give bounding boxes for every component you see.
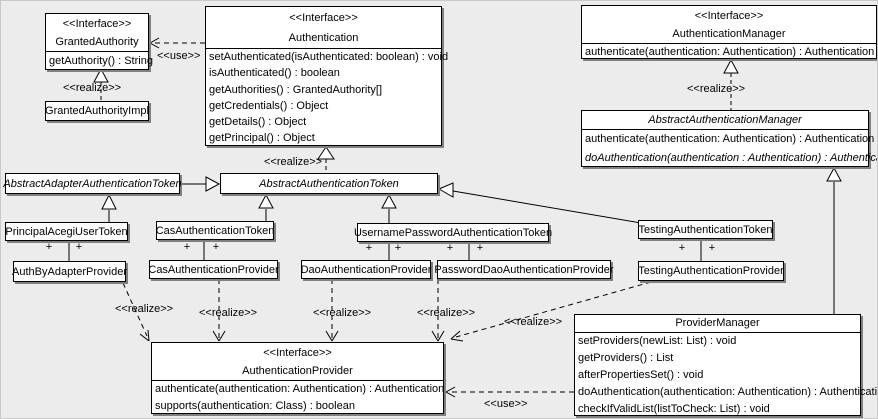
class-name: GrantedAuthority	[55, 36, 139, 48]
class-name: AbstractAdapterAuthenticationToken	[3, 177, 182, 190]
class-name: Authentication	[288, 32, 359, 44]
edge-gen-testingtoken	[452, 190, 642, 224]
hollow-triangle-icon	[101, 193, 117, 210]
class-abstract-adapter-authentication-token[interactable]: AbstractAdapterAuthenticationToken	[3, 173, 182, 194]
realize-stereotype-label: <<realize>>	[313, 307, 372, 319]
stereotype: <<Interface>>	[694, 10, 764, 22]
association-end-plus: +	[708, 242, 716, 254]
realize-stereotype-label: <<realize>>	[264, 156, 323, 168]
class-name: ProviderManager	[575, 315, 860, 333]
class-provider-manager[interactable]: ProviderManager setProviders(newList: Li…	[574, 314, 878, 416]
method: authenticate(authentication: Authenticat…	[585, 46, 875, 58]
association-end-plus: +	[476, 242, 484, 254]
method: getDetails() : Object	[209, 116, 307, 129]
association-end-plus: +	[365, 242, 373, 254]
class-name: AuthByAdapterProvider	[12, 265, 127, 278]
use-stereotype-label: <<use>>	[484, 398, 528, 410]
class-name: GrantedAuthorityImpl	[45, 105, 149, 117]
class-dao-authentication-provider[interactable]: DaoAuthenticationProvider	[301, 260, 431, 279]
class-testing-authentication-provider[interactable]: TestingAuthenticationProvider	[638, 261, 784, 281]
method: getCredentials() : Object	[209, 99, 329, 112]
method: getAuthority() : String	[49, 55, 153, 67]
class-testing-authentication-token[interactable]: TestingAuthenticationToken	[638, 220, 773, 239]
hollow-triangle-icon	[437, 182, 454, 198]
method: getProviders() : List	[578, 352, 674, 364]
class-name: AbstractAuthenticationManager	[582, 111, 868, 130]
class-name: AuthenticationProvider	[242, 365, 353, 377]
method: authenticate(authentication: Authenticat…	[585, 133, 875, 145]
open-arrow-icon	[444, 386, 456, 398]
class-abstract-authentication-manager[interactable]: AbstractAuthenticationManager authentica…	[581, 110, 878, 167]
realize-stereotype-label: <<realize>>	[115, 303, 174, 315]
open-arrow-icon	[148, 37, 160, 49]
class-password-dao-authentication-provider[interactable]: PasswordDaoAuthenticationProvider	[434, 260, 614, 279]
open-arrow-icon	[212, 330, 226, 342]
hollow-triangle-icon	[258, 193, 274, 209]
class-name: TestingAuthenticationProvider	[638, 265, 784, 277]
class-abstract-authentication-token[interactable]: AbstractAuthenticationToken	[220, 173, 438, 194]
method: supports(authentication: Class) : boolea…	[155, 400, 355, 412]
class-name: TestingAuthenticationToken	[638, 223, 773, 236]
method: doAuthentication(authentication: Authent…	[578, 386, 878, 398]
class-name: AuthenticationManager	[672, 28, 786, 40]
open-arrow-icon	[450, 330, 464, 342]
class-header: <<Interface>> Authentication	[206, 7, 441, 49]
class-authentication[interactable]: <<Interface>> Authentication setAuthenti…	[205, 6, 449, 146]
stereotype: <<Interface>>	[263, 347, 332, 359]
class-name: UsernamePasswordAuthenticationToken	[353, 226, 553, 239]
method: doAuthentication(authentication : Authen…	[585, 151, 878, 164]
method: setAuthenticated(isAuthenticated: boolea…	[209, 51, 449, 63]
class-name: PasswordDaoAuthenticationProvider	[434, 263, 614, 276]
class-name: AbstractAuthenticationToken	[259, 177, 399, 190]
hollow-triangle-icon	[93, 67, 109, 83]
association-end-plus: +	[183, 241, 191, 253]
association-end-plus: +	[75, 241, 83, 253]
realize-stereotype-label: <<realize>>	[687, 83, 746, 95]
method: authenticate(authentication: Authenticat…	[155, 383, 445, 395]
class-granted-authority[interactable]: <<Interface>> GrantedAuthority getAuthor…	[45, 13, 153, 70]
association-end-plus: +	[394, 242, 402, 254]
class-username-password-authentication-token[interactable]: UsernamePasswordAuthenticationToken	[353, 223, 553, 242]
method: getPrincipal() : Object	[209, 132, 315, 145]
class-header: <<Interface>> AuthenticationManager	[582, 6, 876, 44]
class-cas-authentication-token[interactable]: CasAuthenticationToken	[156, 221, 274, 240]
class-name: CasAuthenticationProvider	[148, 263, 279, 276]
realize-stereotype-label: <<realize>>	[504, 316, 563, 328]
class-header: <<Interface>> GrantedAuthority	[46, 14, 148, 52]
open-arrow-icon	[325, 330, 339, 342]
method: isAuthenticated() : boolean	[209, 67, 340, 80]
association-end-plus: +	[446, 242, 454, 254]
realize-stereotype-label: <<realize>>	[63, 82, 122, 94]
hollow-triangle-icon	[381, 193, 397, 209]
class-authentication-provider[interactable]: <<Interface>> AuthenticationProvider aut…	[151, 342, 444, 414]
class-principal-acegi-user-token[interactable]: PrincipalAcegiUserToken	[5, 222, 128, 241]
class-name: PrincipalAcegiUserToken	[5, 225, 128, 238]
class-name: CasAuthenticationToken	[155, 224, 275, 237]
class-auth-by-adapter-provider[interactable]: AuthByAdapterProvider	[12, 261, 127, 282]
stereotype: <<Interface>>	[289, 12, 358, 24]
class-cas-authentication-provider[interactable]: CasAuthenticationProvider	[148, 260, 279, 279]
association-end-plus: +	[212, 241, 220, 253]
class-name: DaoAuthenticationProvider	[300, 263, 432, 276]
hollow-triangle-icon	[205, 176, 221, 192]
class-header: <<Interface>> AuthenticationProvider	[152, 343, 443, 381]
method: setProviders(newList: List) : void	[578, 335, 737, 347]
class-authentication-manager[interactable]: <<Interface>> AuthenticationManager auth…	[581, 5, 877, 59]
method: checkIfValidList(listToCheck: List) : vo…	[578, 403, 770, 415]
stereotype: <<Interface>>	[62, 18, 132, 30]
use-stereotype-label: <<use>>	[157, 50, 201, 62]
realize-stereotype-label: <<realize>>	[417, 307, 476, 319]
association-end-plus: +	[45, 241, 53, 253]
hollow-triangle-icon	[826, 166, 842, 182]
class-granted-authority-impl[interactable]: GrantedAuthorityImpl	[45, 101, 149, 121]
method: afterPropertiesSet() : void	[578, 369, 704, 381]
open-arrow-icon	[139, 329, 150, 342]
method: getAuthorities() : GrantedAuthority[]	[209, 83, 383, 96]
realize-stereotype-label: <<realize>>	[199, 307, 258, 319]
hollow-triangle-icon	[723, 58, 739, 74]
association-end-plus: +	[678, 242, 686, 254]
open-arrow-icon	[431, 330, 445, 342]
